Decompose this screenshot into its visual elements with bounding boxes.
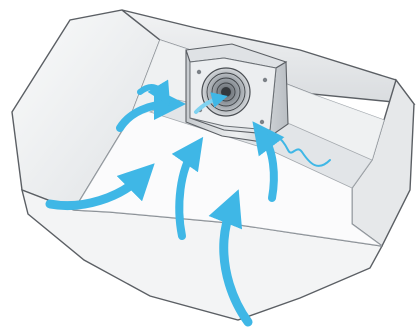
fan-core bbox=[221, 87, 231, 97]
collar-bolt bbox=[197, 70, 201, 74]
collar-bolt bbox=[260, 120, 264, 124]
collar-bolt bbox=[263, 78, 267, 82]
fan-opening bbox=[202, 68, 250, 116]
